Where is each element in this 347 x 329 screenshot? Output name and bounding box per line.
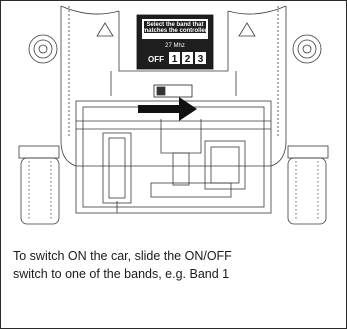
right-hub bbox=[292, 34, 322, 64]
band-label-plate: Select the band that matches the control… bbox=[136, 14, 214, 70]
caption-line-2: switch to one of the bands, e.g. Band 1 bbox=[13, 267, 230, 281]
left-triangle-mark bbox=[96, 22, 114, 37]
plate-line-2: matches the controller bbox=[143, 28, 208, 34]
caption-line-1: To switch ON the car, slide the ON/OFF bbox=[13, 249, 232, 263]
plate-freq: 27 Mhz bbox=[165, 43, 185, 49]
plate-line-1: Select the band that bbox=[146, 22, 203, 28]
chassis-outline bbox=[60, 6, 287, 167]
on-off-switch bbox=[153, 84, 193, 98]
slide-arrow-icon bbox=[138, 97, 197, 121]
right-triangle-mark bbox=[238, 22, 256, 37]
battery-compartment bbox=[102, 132, 132, 204]
left-hub bbox=[28, 34, 58, 64]
left-wheel bbox=[20, 157, 60, 225]
plate-band-2: 2 bbox=[185, 54, 191, 65]
car-underside-illustration: Select the band that matches the control… bbox=[18, 5, 329, 225]
plate-band-3: 3 bbox=[198, 54, 204, 65]
instruction-caption: To switch ON the car, slide the ON/OFF s… bbox=[13, 247, 333, 283]
plate-off: OFF bbox=[148, 55, 164, 64]
right-wheel bbox=[287, 157, 327, 225]
plate-band-1: 1 bbox=[172, 54, 178, 65]
